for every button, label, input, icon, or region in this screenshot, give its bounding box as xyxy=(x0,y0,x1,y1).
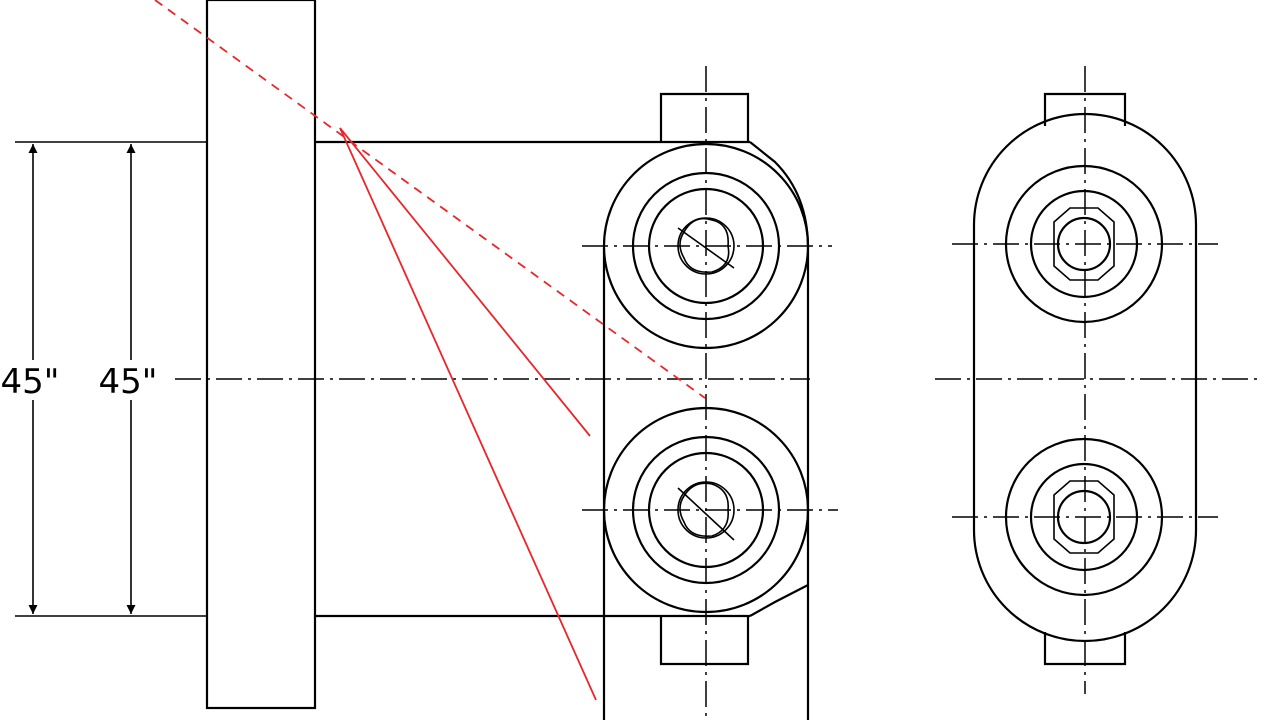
dimension-1: 45" xyxy=(1,144,60,614)
bracket-front-view xyxy=(952,66,1218,694)
construction-line-2 xyxy=(339,127,597,701)
dimension-2: 45" xyxy=(99,144,158,614)
front-slot-outline xyxy=(972,112,1198,643)
vertical-plate xyxy=(205,0,317,710)
construction-dashed-line xyxy=(154,0,706,399)
front-top-lug xyxy=(1043,92,1127,126)
bracket-body-outline xyxy=(749,141,810,720)
construction-lines xyxy=(154,0,706,701)
top-lug xyxy=(659,92,750,142)
dimension-1-label: 45" xyxy=(1,362,60,402)
dimension-2-label: 45" xyxy=(99,362,158,402)
bottom-lug xyxy=(659,616,750,666)
construction-line-1 xyxy=(339,127,591,437)
bracket-lower-chamfer xyxy=(749,584,809,617)
bracket-side-view xyxy=(582,66,838,720)
